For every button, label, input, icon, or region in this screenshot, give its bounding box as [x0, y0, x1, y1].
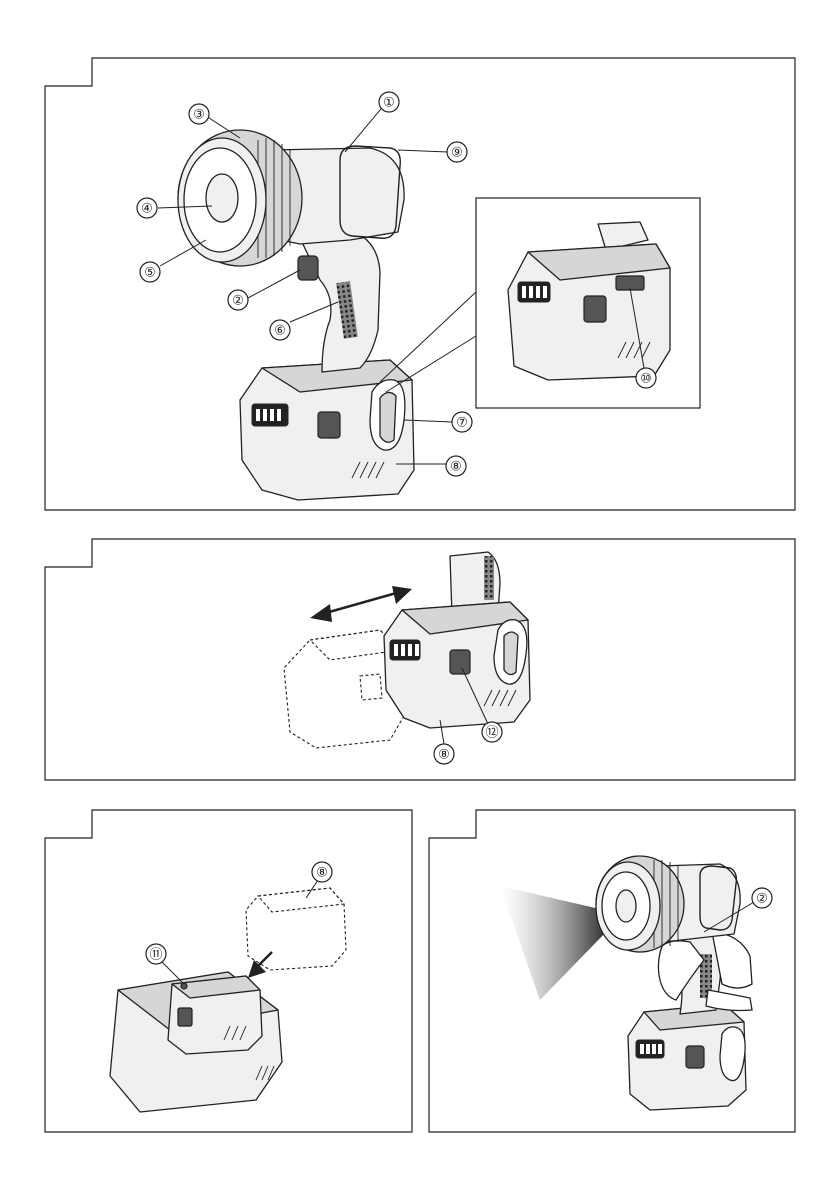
callout-10: ⑩ — [636, 368, 656, 388]
callout-6: ⑥ — [270, 320, 290, 340]
svg-text:⑤: ⑤ — [144, 265, 156, 280]
callout-8-fig2: ⑧ — [434, 744, 454, 764]
svg-text:③: ③ — [193, 107, 205, 122]
svg-text:②: ② — [756, 891, 768, 906]
light-beam — [500, 886, 606, 1000]
callout-8: ⑧ — [446, 456, 466, 476]
callout-8-fig3: ⑧ — [312, 862, 332, 882]
svg-text:⑧: ⑧ — [438, 747, 450, 762]
figure-1-panel: ① ③ ④ ⑤ ⑨ ② ⑥ ⑦ ⑧ ⑩ — [45, 58, 795, 510]
power-switch — [298, 256, 318, 280]
figure-2-panel: ⑫ ⑧ — [45, 539, 795, 780]
callout-12: ⑫ — [482, 722, 502, 742]
callout-3: ③ — [189, 104, 209, 124]
svg-text:⑩: ⑩ — [640, 371, 652, 386]
callout-4: ④ — [137, 198, 157, 218]
svg-text:⑧: ⑧ — [450, 459, 462, 474]
figure-4-panel: ② — [429, 810, 795, 1132]
led-lens — [206, 174, 238, 222]
svg-text:⑨: ⑨ — [451, 145, 463, 160]
svg-text:⑦: ⑦ — [456, 415, 468, 430]
svg-text:②: ② — [232, 293, 244, 308]
battery-release-button — [318, 412, 340, 438]
callout-2-fig4: ② — [752, 888, 772, 908]
svg-text:④: ④ — [141, 201, 153, 216]
figure-1-frame — [45, 58, 795, 510]
callout-2: ② — [228, 290, 248, 310]
svg-text:①: ① — [383, 95, 395, 110]
svg-text:⑪: ⑪ — [149, 947, 162, 962]
callout-1: ① — [379, 92, 399, 112]
figure-3-panel: ⑧ ⑪ — [45, 810, 412, 1132]
battery-release-button — [450, 650, 470, 674]
callout-5: ⑤ — [140, 262, 160, 282]
callout-9: ⑨ — [447, 142, 467, 162]
svg-text:⑥: ⑥ — [274, 323, 286, 338]
battery-to-insert-outline — [246, 888, 346, 970]
work-light-tool — [178, 130, 414, 500]
svg-text:⑫: ⑫ — [485, 725, 498, 740]
svg-text:⑧: ⑧ — [316, 865, 328, 880]
callout-7: ⑦ — [452, 412, 472, 432]
hook-slot — [616, 276, 644, 290]
callout-11: ⑪ — [146, 944, 166, 964]
